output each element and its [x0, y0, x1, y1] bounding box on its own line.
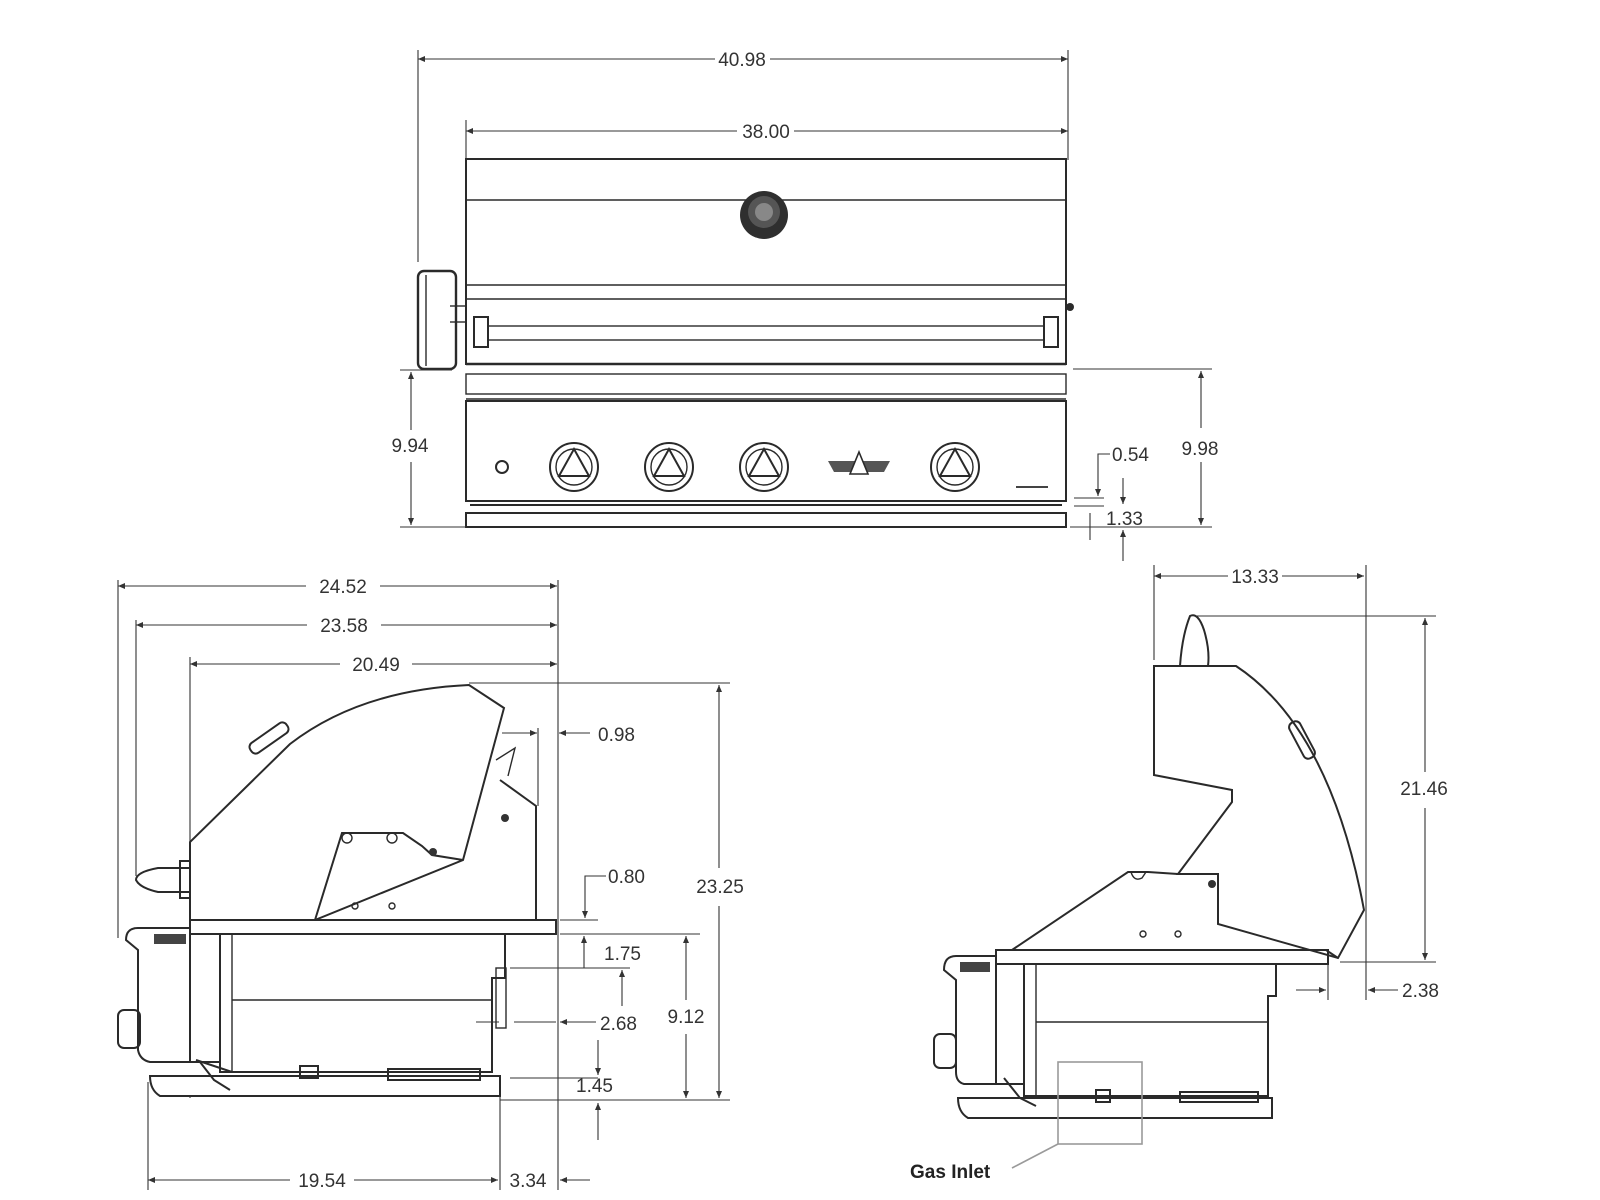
rotisserie-motor	[416, 269, 466, 371]
dim-rear-clearance: 3.34	[510, 1171, 547, 1192]
dim-rear-overhang: 2.38	[1402, 981, 1439, 1002]
dim-small-offset: 0.54	[1112, 445, 1149, 466]
dim-body-height: 9.12	[668, 1007, 705, 1028]
dim-right-height: 9.98	[1182, 439, 1219, 460]
open-hood	[1153, 665, 1366, 960]
side-knob	[117, 1009, 141, 1049]
left-side-view: 24.52 23.58 20.49 0.98 23.25 0.80 1.75	[117, 577, 744, 1192]
side-knob	[933, 1033, 957, 1069]
front-logo-icon	[828, 449, 890, 475]
control-panel-side	[124, 927, 191, 1063]
dim-depth-hood: 20.49	[352, 655, 400, 676]
dim-hood-width: 38.00	[742, 122, 790, 143]
burner-knob	[549, 442, 599, 492]
rotisserie-spit-top	[1178, 614, 1210, 667]
right-base	[956, 1097, 1273, 1119]
left-base	[148, 1075, 501, 1097]
burner-knob	[739, 442, 789, 492]
gas-inlet-callout-box	[1057, 1061, 1143, 1145]
dim-open-depth: 13.33	[1231, 567, 1279, 588]
dim-bottom-offset: 1.45	[576, 1076, 613, 1097]
rotisserie-spit	[134, 867, 191, 893]
control-panel	[465, 400, 1067, 502]
dim-depth-overall: 24.52	[319, 577, 367, 598]
hood-handle	[473, 316, 1059, 348]
dim-base-offset: 1.33	[1106, 509, 1143, 530]
right-counter	[995, 949, 1329, 965]
burner-knob	[644, 442, 694, 492]
control-panel-side	[942, 955, 997, 1085]
ignition-button-icon	[495, 460, 509, 474]
burner-knob	[930, 442, 980, 492]
dim-body-inset: 2.68	[600, 1014, 637, 1035]
left-hood	[189, 683, 506, 921]
hood-handle-side	[248, 721, 290, 755]
dim-shelf-offset: 0.80	[608, 867, 645, 888]
dim-rear-offset: 0.98	[598, 725, 635, 746]
dim-depth-hood-handle: 23.58	[320, 616, 368, 637]
dim-left-height: 9.94	[392, 436, 429, 457]
dim-open-height: 21.46	[1400, 779, 1448, 800]
right-side-view: Gas Inlet 13.33 21.46 2.38	[910, 565, 1448, 1183]
front-view: 40.98 38.00 9.94 9.98 0.54 1.33	[392, 50, 1219, 561]
side-bolt-icon	[1066, 303, 1074, 311]
front-hood	[465, 158, 1067, 365]
dim-cutout-depth: 19.54	[298, 1171, 346, 1192]
dim-overall-width: 40.98	[718, 50, 766, 71]
front-base	[465, 512, 1067, 528]
left-body	[219, 934, 506, 1073]
left-counter	[189, 919, 557, 935]
brand-badge	[740, 191, 788, 239]
right-body	[1023, 964, 1277, 1097]
gas-inlet-label: Gas Inlet	[910, 1162, 991, 1183]
dim-total-height: 23.25	[696, 877, 744, 898]
dim-top-drop: 1.75	[604, 944, 641, 965]
